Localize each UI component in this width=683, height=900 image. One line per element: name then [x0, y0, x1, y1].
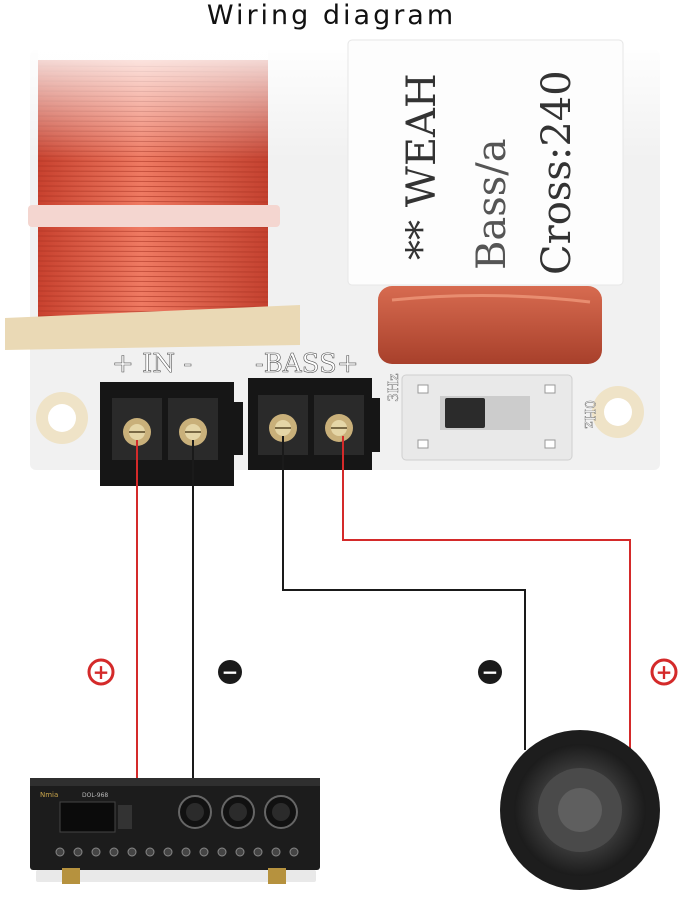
input-label: + IN -: [112, 349, 192, 379]
amp-plus-symbol: +: [93, 660, 110, 684]
amp-minus-marker: −: [218, 660, 242, 684]
coil-winding-line: [37, 290, 269, 293]
speaker-negative-wire: [282, 436, 526, 750]
amplifier-jack[interactable]: [253, 847, 263, 857]
amplifier-input-jacks: [55, 847, 299, 857]
amplifier-jack[interactable]: [91, 847, 101, 857]
amplifier-jack[interactable]: [55, 847, 65, 857]
coil-winding-line: [37, 260, 269, 263]
mount-hole-left: [36, 392, 88, 444]
speaker-plus-marker: +: [650, 658, 678, 686]
inductor-coil: [5, 40, 300, 350]
sticker-line-2: Bass/a: [469, 138, 515, 270]
wires: [136, 436, 631, 780]
coil-winding-line: [37, 275, 269, 278]
coil-winding-line: [37, 250, 269, 253]
amplifier-knob-1[interactable]: [178, 795, 212, 829]
coil-winding-line: [37, 240, 269, 243]
switch-label-left: 3Hz: [386, 374, 402, 403]
coil-winding-line: [37, 295, 269, 298]
coil-winding-line: [37, 190, 269, 193]
bass-terminal-block: [248, 378, 380, 470]
coil-winding-line: [37, 230, 269, 233]
coil-winding-line: [37, 300, 269, 303]
amplifier-jack[interactable]: [109, 847, 119, 857]
coil-tie-strap: [28, 205, 280, 227]
bass-output-label: -BASS+: [255, 349, 359, 379]
coil-winding-line: [37, 280, 269, 283]
coil-winding-line: [37, 265, 269, 268]
amplifier-model: DOL-968: [82, 792, 108, 799]
coil-winding-line: [37, 285, 269, 288]
input-minus-screw[interactable]: [179, 418, 207, 446]
coil-winding-line: [37, 305, 269, 308]
coil-base: [5, 305, 300, 350]
speaker-minus-marker: −: [478, 660, 502, 684]
coil-winding-line: [37, 200, 269, 203]
input-terminal-block: [100, 382, 243, 486]
switch-knob[interactable]: [445, 398, 485, 428]
amplifier-jack[interactable]: [127, 847, 137, 857]
amplifier-knob-2[interactable]: [221, 795, 255, 829]
amplifier-foot-left: [62, 868, 80, 884]
subwoofer-speaker: [500, 730, 660, 890]
amplifier-display: [59, 801, 116, 833]
coil-winding-line: [37, 270, 269, 273]
speaker-positive-wire: [342, 436, 631, 760]
amplifier-foot-right: [268, 868, 286, 884]
bass-minus-screw[interactable]: [269, 414, 297, 442]
amplifier-jack[interactable]: [181, 847, 191, 857]
amplifier-jack[interactable]: [73, 847, 83, 857]
amplifier-jack[interactable]: [217, 847, 227, 857]
input-plus-screw[interactable]: [123, 418, 151, 446]
amp-minus-symbol: −: [222, 660, 239, 684]
amplifier-jack[interactable]: [235, 847, 245, 857]
amp-plus-marker: +: [87, 658, 115, 686]
crossover-sticker: ** WEAH Bass/a Cross:240: [347, 39, 624, 286]
amplifier-jack[interactable]: [145, 847, 155, 857]
amplifier-knob-3[interactable]: [264, 795, 298, 829]
coil-winding-line: [37, 245, 269, 248]
sticker-line-3: Cross:240: [534, 70, 580, 275]
amplifier-brand: Nmia: [40, 791, 58, 799]
diagram-title: Wiring diagram: [206, 0, 457, 31]
coil-winding-line: [37, 235, 269, 238]
amplifier: Nmia DOL-968: [30, 778, 320, 884]
speaker-minus-symbol: −: [482, 660, 499, 684]
speaker-plus-symbol: +: [656, 660, 673, 684]
slide-switch[interactable]: [401, 374, 573, 461]
capacitor: [378, 286, 602, 364]
coil-winding-line: [37, 195, 269, 198]
coil-winding-line: [37, 255, 269, 258]
amplifier-jack[interactable]: [271, 847, 281, 857]
amplifier-jack[interactable]: [289, 847, 299, 857]
mount-hole-right: [592, 386, 644, 438]
sticker-line-1: ** WEAH: [399, 73, 445, 260]
amplifier-jack[interactable]: [199, 847, 209, 857]
switch-label-right: 0Hz: [581, 400, 597, 429]
bass-plus-screw[interactable]: [325, 414, 353, 442]
amplifier-jack[interactable]: [163, 847, 173, 857]
